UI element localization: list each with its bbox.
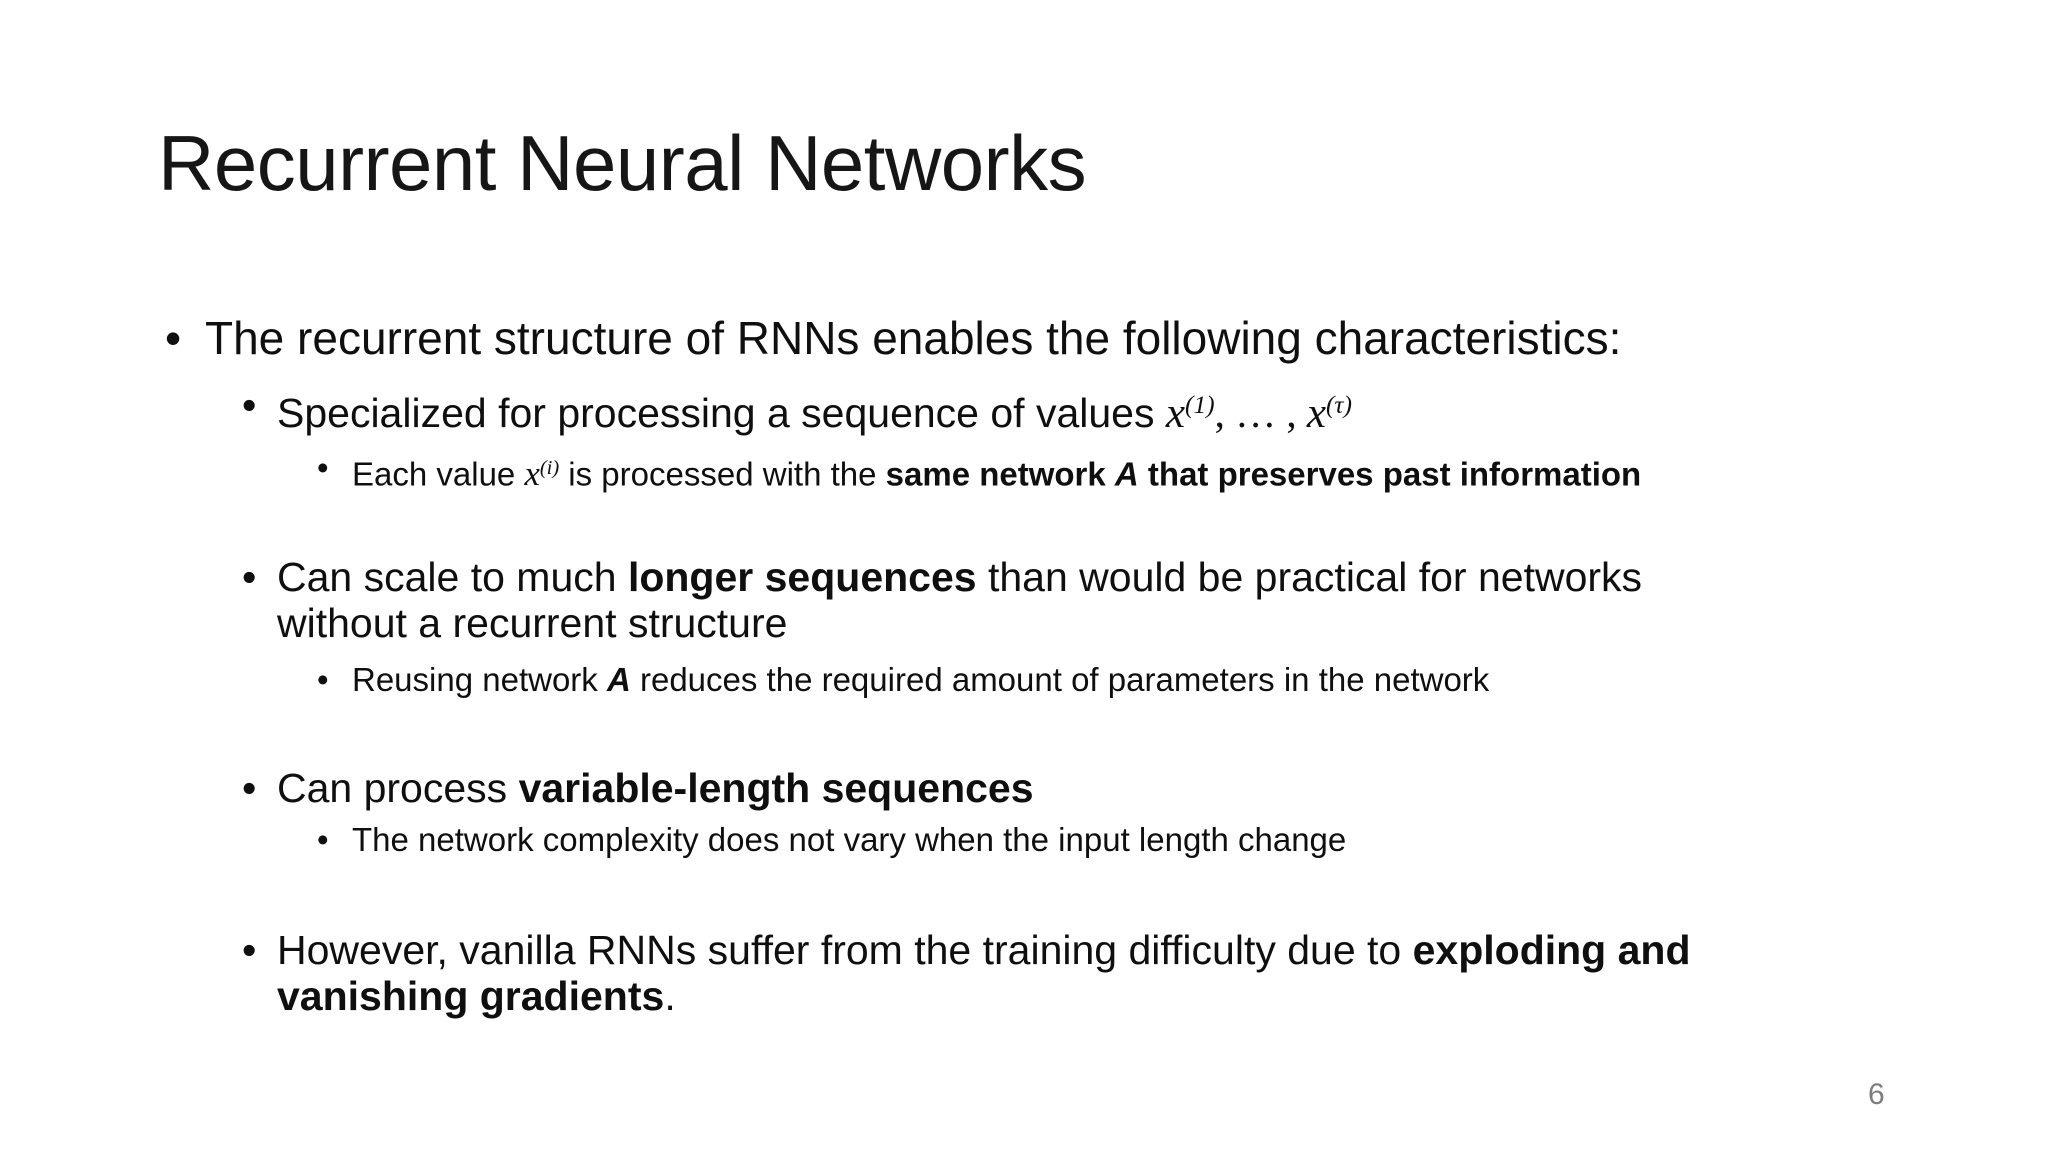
text-run: The recurrent structure of RNNs enables … <box>205 312 1622 364</box>
text-run: A <box>1114 455 1139 493</box>
text-run: Each value <box>352 455 525 493</box>
text-run: . <box>664 973 676 1019</box>
bullet-item: • Reusing network A reduces the required … <box>317 660 1489 700</box>
bullet-text: Specialized for processing a sequence of… <box>277 382 1352 437</box>
bullet-marker-icon: • <box>242 765 257 811</box>
bullet-marker-icon: • <box>317 821 329 858</box>
bullet-text: Each value x(i) is processed with the sa… <box>352 448 1641 494</box>
bullet-item: • The network complexity does not vary wh… <box>317 820 1346 860</box>
text-run: than would be practical for networks <box>976 554 1643 600</box>
slide-title: Recurrent Neural Networks <box>158 119 1087 207</box>
bullet-item: • Each value x(i) is processed with the s… <box>317 448 1641 494</box>
bullet-marker-icon: • <box>242 554 257 600</box>
text-run: Can scale to much <box>277 554 628 600</box>
bullet-text: The recurrent structure of RNNs enables … <box>205 312 1621 364</box>
bullet-marker-icon: • <box>317 661 329 698</box>
bullet-text: Reusing network A reduces the required a… <box>352 660 1489 700</box>
bullet-item: • However, vanilla RNNs suffer from the t… <box>242 927 1691 1019</box>
bullet-text: Can scale to much longer sequences than … <box>277 554 1642 646</box>
bullet-text: However, vanilla RNNs suffer from the tr… <box>277 927 1691 1019</box>
page-number: 6 <box>1868 1078 1885 1111</box>
bullet-marker-icon: • <box>165 312 182 364</box>
bullet-item: • Can scale to much longer sequences than… <box>242 554 1642 646</box>
text-run: is processed with the <box>559 455 886 493</box>
bullet-item: • Can process variable-length sequences <box>242 765 1034 811</box>
bullet-marker-icon: • <box>317 449 329 486</box>
text-run: , … , <box>1214 389 1307 436</box>
text-run: A <box>606 661 631 698</box>
text-run: The network complexity does not vary whe… <box>352 821 1347 858</box>
math-expression: x(1) <box>1165 389 1215 437</box>
text-run: reduces the required amount of parameter… <box>630 661 1490 698</box>
text-run: that preserves past information <box>1138 455 1642 493</box>
text-run: Reusing network <box>352 661 607 698</box>
text-run: without a recurrent structure <box>277 600 788 646</box>
text-run: However, vanilla RNNs suffer from the tr… <box>277 927 1413 973</box>
text-run: vanishing gradients <box>277 973 665 1019</box>
math-expression: x(τ) <box>1306 389 1352 437</box>
text-run: longer sequences <box>627 554 977 600</box>
bullet-marker-icon: • <box>242 927 257 973</box>
text-run: same network <box>885 455 1115 493</box>
bullet-item: • Specialized for processing a sequence o… <box>242 382 1352 437</box>
text-run: exploding and <box>1412 927 1691 973</box>
math-expression: x(i) <box>524 455 560 494</box>
text-run: Specialized for processing a sequence of… <box>277 389 1166 436</box>
bullet-text: The network complexity does not vary whe… <box>352 820 1346 860</box>
text-run: variable-length sequences <box>518 765 1034 811</box>
bullet-marker-icon: • <box>242 382 257 428</box>
text-run: Can process <box>277 765 519 811</box>
bullet-item: • The recurrent structure of RNNs enables… <box>165 312 1621 364</box>
bullet-text: Can process variable-length sequences <box>277 765 1034 811</box>
